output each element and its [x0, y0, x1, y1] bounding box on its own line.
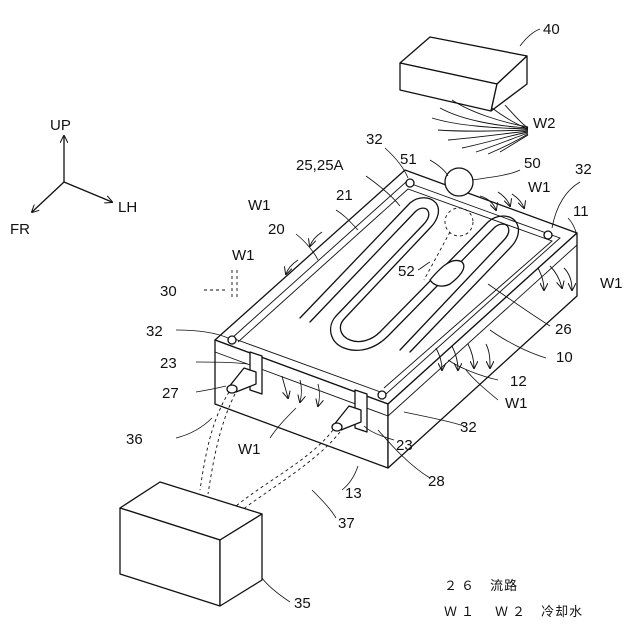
component-35	[120, 482, 262, 606]
label-27: 27	[162, 385, 179, 402]
label-11: 11	[573, 203, 589, 220]
label-52: 52	[398, 263, 415, 280]
legend-key-26: ２６	[444, 574, 478, 600]
bolt-rear-right	[544, 231, 552, 239]
bolt-front-left	[228, 336, 236, 344]
legend-row-26: ２６ 流路	[444, 574, 634, 600]
label-28: 28	[428, 473, 445, 490]
label-21: 21	[336, 187, 353, 204]
up-label: UP	[50, 117, 71, 134]
label-40: 40	[543, 21, 560, 38]
label-36: 36	[126, 431, 143, 448]
label-w1-top: W1	[528, 179, 551, 196]
pipe-28	[332, 423, 342, 431]
label-20: 20	[268, 221, 285, 238]
label-35: 35	[294, 595, 311, 612]
label-w1-left: W1	[232, 247, 255, 264]
label-25-25a: 25,25A	[296, 157, 344, 174]
label-50: 50	[524, 155, 541, 172]
lh-arrow	[64, 182, 112, 202]
bolt-front-right	[378, 391, 386, 399]
legend-row-w1-w2: Ｗ１ Ｗ２ 冷却水	[444, 600, 634, 626]
label-w1-bottom: W1	[238, 441, 261, 458]
label-w1-left-top: W1	[248, 197, 271, 214]
direction-indicator: UP LH FR	[10, 117, 137, 238]
case-body	[215, 170, 577, 468]
label-51: 51	[400, 151, 417, 168]
label-26: 26	[555, 321, 572, 338]
fr-arrow	[32, 182, 64, 212]
label-37: 37	[338, 515, 355, 532]
label-12: 12	[510, 373, 527, 390]
label-32-left: 32	[146, 323, 163, 340]
label-13: 13	[345, 485, 362, 502]
pipe-27	[227, 385, 237, 393]
label-32-bottom: 32	[460, 419, 477, 436]
reference-30	[204, 270, 237, 300]
label-23-left: 23	[160, 355, 177, 372]
label-32-right: 32	[575, 161, 592, 178]
lh-label: LH	[118, 199, 137, 216]
legend-value-w1-w2: 冷却水	[541, 605, 583, 620]
bolt-rear-left	[406, 179, 414, 187]
label-w2: W2	[533, 115, 556, 132]
legend-value-26: 流路	[490, 579, 518, 594]
label-30: 30	[160, 283, 177, 300]
fr-label: FR	[10, 221, 30, 238]
label-23-right: 23	[396, 437, 413, 454]
legend-key-w1-w2: Ｗ１ Ｗ２	[444, 600, 529, 626]
legend: ２６ 流路 Ｗ１ Ｗ２ 冷却水	[444, 574, 634, 626]
component-40: 40	[400, 21, 560, 111]
label-32-top: 32	[366, 131, 383, 148]
label-w1-right: W1	[600, 275, 623, 292]
label-10: 10	[556, 349, 573, 366]
label-w1-bottom-right: W1	[505, 395, 528, 412]
